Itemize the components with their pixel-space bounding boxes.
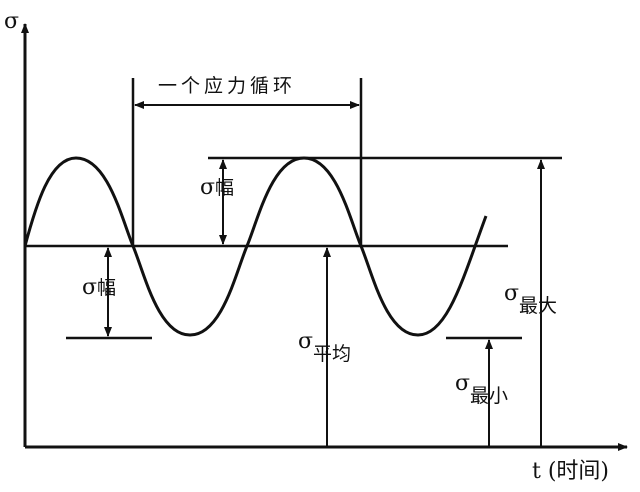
lower-amplitude-label: σ幅 [82, 275, 116, 300]
y-axis-label: σ [4, 9, 19, 34]
max-label: σ最大 [504, 281, 557, 317]
stress-wave [23, 156, 488, 337]
x-axis-label: t (时间) [532, 459, 609, 484]
min-label: σ最小 [455, 371, 508, 407]
cycle-label: 一个应力循环 [158, 75, 296, 97]
mean-label: σ平均 [298, 329, 351, 365]
upper-amplitude-label: σ幅 [200, 175, 234, 200]
